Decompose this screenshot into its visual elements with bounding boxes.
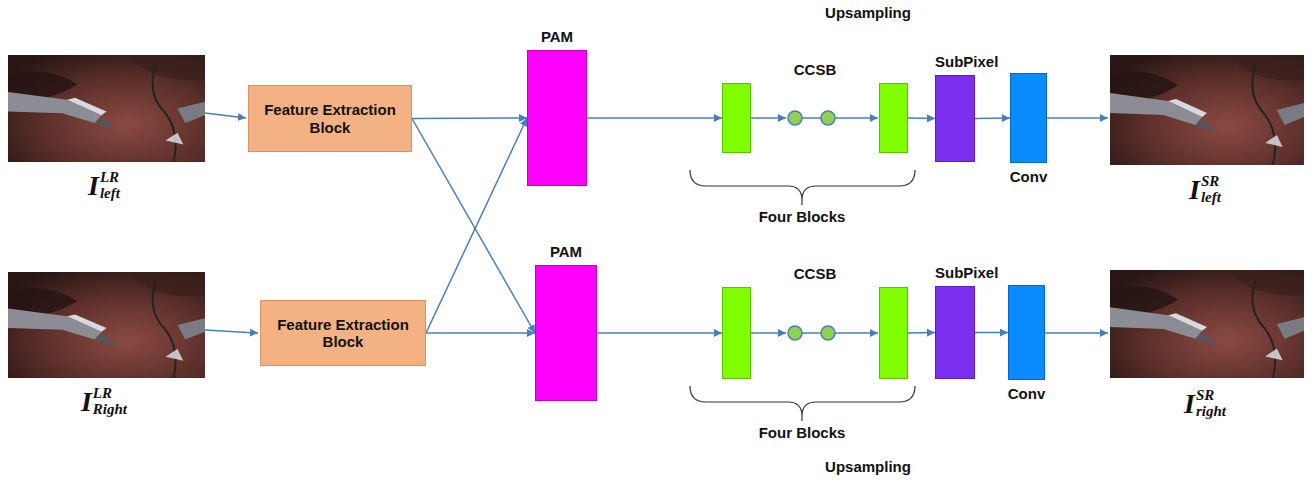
ccsb-group: CCSB [722, 61, 908, 153]
node-label: Feature Extraction Block [269, 316, 417, 351]
input-image [8, 55, 205, 162]
inner-link [802, 117, 821, 119]
symbol-base: I [1189, 176, 1200, 204]
superscript: LR [100, 170, 120, 186]
brace [690, 170, 915, 200]
green-block [880, 84, 908, 153]
input-arrow [205, 113, 246, 118]
feature-extraction-block: Feature Extraction Block [260, 300, 426, 366]
output-arrow [1045, 332, 1108, 334]
connector-arrow [597, 332, 722, 334]
script-stack: LRRight [93, 386, 127, 418]
node-label: Conv [1010, 168, 1048, 185]
inner-arrow [751, 117, 786, 119]
subscript: Right [93, 402, 127, 418]
subscript: left [100, 186, 120, 202]
output-image [1110, 270, 1304, 378]
connector-arrow [412, 117, 527, 119]
connector-arrow [908, 332, 935, 334]
brace [690, 386, 915, 416]
connector-arrow [908, 117, 935, 119]
subscript: right [1196, 404, 1226, 420]
image-label: ISRright [1184, 388, 1226, 420]
symbol-base: I [81, 388, 92, 416]
script-stack: LRleft [100, 170, 120, 202]
ccsb-unit [821, 326, 835, 340]
feature-extraction-block: Feature Extraction Block [248, 85, 412, 152]
node-label: PAM [541, 28, 573, 45]
ccsb-blocks [722, 83, 908, 153]
node-label: Conv [1008, 385, 1046, 402]
block-shape [1008, 285, 1045, 380]
ccsb-unit [821, 111, 835, 125]
inner-arrow [835, 117, 878, 119]
conv-block: Conv [1010, 73, 1048, 185]
block-shape [935, 75, 975, 162]
connector-arrow [587, 117, 722, 119]
pam-block: PAM [535, 243, 597, 401]
connector-arrow [975, 332, 1008, 334]
inner-link [802, 332, 821, 334]
bracket-label: Four Blocks [759, 208, 846, 225]
image-label: ISRleft [1189, 174, 1221, 206]
symbol-base: I [88, 172, 99, 200]
image-label: ILRRight [81, 386, 127, 418]
ccsb-unit [788, 111, 802, 125]
script-stack: SRright [1196, 388, 1226, 420]
green-block [723, 288, 751, 379]
connector-arrow [975, 117, 1010, 119]
node-label: SubPixel [935, 53, 998, 70]
output-image [1110, 55, 1304, 165]
conv-block: Conv [1008, 285, 1046, 402]
inner-arrow [835, 332, 878, 334]
section-label: Upsampling [825, 4, 911, 21]
green-block [723, 84, 751, 153]
connector-arrow [426, 332, 535, 334]
block-shape [935, 286, 975, 379]
output-arrow [1047, 117, 1108, 119]
input-image [8, 272, 205, 378]
node-label: PAM [550, 243, 582, 260]
inner-arrow [751, 332, 786, 334]
script-stack: SRleft [1201, 174, 1221, 206]
ccsb-symbol [722, 83, 908, 153]
block-shape [527, 50, 587, 186]
superscript: SR [1201, 174, 1221, 190]
bracket-label: Four Blocks [759, 424, 846, 441]
node-label: CCSB [794, 61, 837, 78]
subpixel-block: SubPixel [935, 53, 998, 162]
block-shape [535, 265, 597, 401]
ccsb-blocks [722, 287, 908, 379]
brace-stem [801, 416, 802, 421]
ccsb-unit [788, 326, 802, 340]
pam-block: PAM [527, 28, 587, 186]
superscript: SR [1196, 388, 1226, 404]
superscript: LR [93, 386, 127, 402]
image-label: ILRleft [88, 170, 120, 202]
connector-arrow [426, 118, 527, 333]
section-label: Upsampling [825, 458, 911, 475]
block-shape [1010, 73, 1047, 163]
symbol-base: I [1184, 390, 1195, 418]
connector-arrow [412, 119, 535, 334]
subpixel-block: SubPixel [935, 264, 998, 379]
green-block [880, 288, 908, 379]
node-label: CCSB [794, 265, 837, 282]
node-label: Feature Extraction Block [257, 101, 403, 136]
brace-stem [801, 200, 802, 205]
ccsb-symbol [722, 287, 908, 379]
subscript: left [1201, 190, 1221, 206]
node-label: SubPixel [935, 264, 998, 281]
ccsb-group: CCSB [722, 265, 908, 379]
input-arrow [205, 330, 258, 333]
